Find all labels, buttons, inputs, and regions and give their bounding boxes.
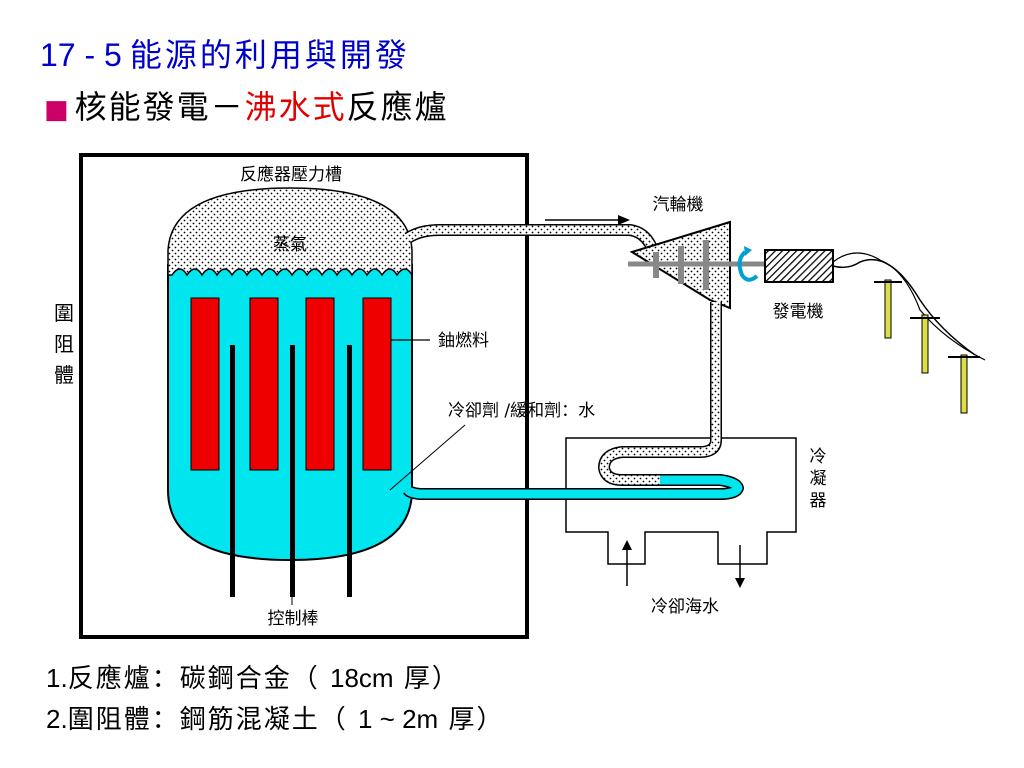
section-title: 能源的利用與開發 [129, 36, 410, 74]
fuel-rod [305, 297, 335, 471]
subtitle-prefix: 核能發電－ [74, 88, 245, 126]
note-containment: 2.圍阻體：鋼筋混凝土（ 1 ~ 2m 厚） [46, 699, 504, 736]
note-open-paren: （ [319, 705, 358, 735]
condenser-label-2: 凝 [810, 469, 827, 489]
note-unit: 厚 [393, 664, 432, 694]
control-rod [347, 345, 352, 597]
steam-label: 蒸氣 [273, 235, 307, 255]
utility-pole [910, 314, 940, 374]
note-unit: 厚 [438, 705, 477, 735]
note-label: 圍阻體： [67, 705, 180, 735]
note-spec: 1 ~ 2m [357, 704, 439, 734]
containment-label-2: 阻 [54, 332, 74, 356]
fuel-rod [190, 297, 220, 471]
coolant-label: 冷卻劑 /緩和劑：水 [448, 401, 595, 421]
fuel-rod [249, 297, 279, 471]
subtitle-suffix: 反應爐 [346, 88, 449, 126]
containment-label-3: 體 [54, 363, 74, 387]
uranium-fuel-label: 鈾燃料 [438, 331, 489, 351]
seawater-out-arrow-icon [735, 578, 745, 588]
control-rod [230, 345, 235, 597]
note-label: 反應爐： [67, 664, 180, 694]
turbine-label: 汽輪機 [653, 195, 704, 215]
containment-wall [79, 153, 529, 639]
containment-label-1: 圍 [54, 301, 74, 325]
generator-box [764, 249, 834, 283]
condenser-label-3: 器 [810, 491, 827, 511]
pressure-vessel-label: 反應器壓力槽 [240, 164, 342, 185]
generator-label: 發電機 [773, 302, 824, 322]
note-close-paren: ） [431, 664, 460, 694]
fuel-rod [362, 297, 392, 471]
section-number: 17 - 5 [40, 37, 122, 73]
note-reactor: 1.反應爐：碳鋼合金（ 18cm 厚） [46, 658, 460, 695]
control-rods-label: 控制棒 [268, 609, 319, 629]
utility-pole [948, 354, 980, 414]
note-number: 2. [46, 704, 68, 734]
note-material: 鋼筋混凝土 [179, 705, 320, 735]
seawater-in-arrow-icon [622, 540, 632, 550]
note-number: 1. [46, 663, 68, 693]
control-rod [290, 345, 295, 597]
steam-flow-arrow-icon [618, 215, 630, 225]
subtitle-highlight: 沸水式 [244, 88, 347, 126]
subtitle: ■核能發電－沸水式反應爐 [44, 82, 449, 128]
note-material: 碳鋼合金 [179, 664, 292, 694]
note-close-paren: ） [476, 705, 505, 735]
bullet-square-icon: ■ [44, 95, 71, 125]
rotation-arrow-icon [737, 250, 759, 282]
condenser-label-1: 冷 [810, 447, 827, 467]
seawater-label: 冷卻海水 [651, 597, 719, 617]
utility-pole [874, 279, 902, 339]
note-spec: 18cm [329, 663, 394, 693]
note-open-paren: （ [291, 664, 330, 694]
condenser-box [565, 437, 797, 565]
